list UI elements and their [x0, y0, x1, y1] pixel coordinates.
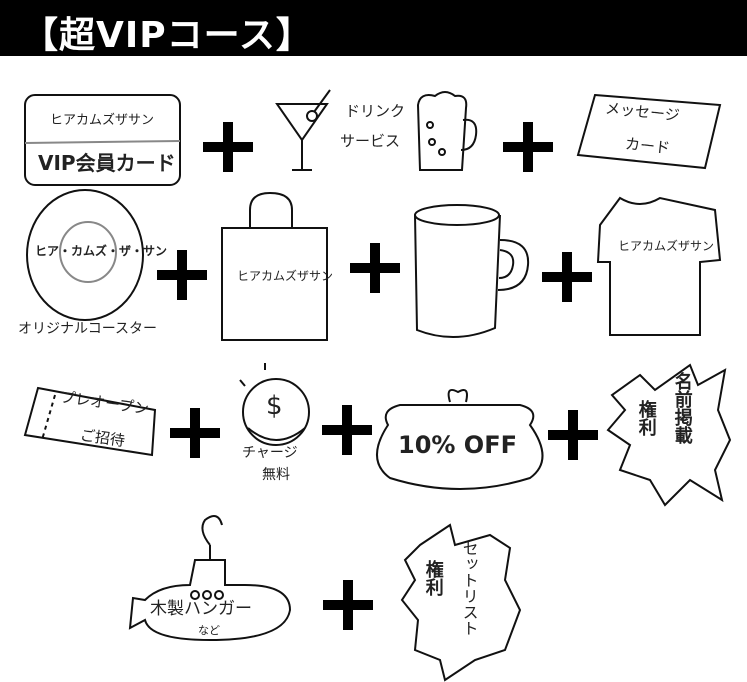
plus-icon: [157, 250, 207, 300]
hanger-icon: [128, 515, 292, 642]
coaster-icon: [26, 189, 144, 321]
tote-bag-icon: [221, 191, 328, 341]
beer-mug-icon: [416, 91, 478, 171]
discount-label: 10% OFF: [398, 431, 517, 459]
name-listing-label-2: 権利: [635, 400, 657, 436]
hanger-sub-label: など: [198, 624, 220, 637]
charge-label-1: チャージ: [242, 445, 298, 461]
setlist-label-2: 権利: [422, 560, 444, 596]
plus-icon: [322, 405, 372, 455]
drink-label-1: ドリンク: [345, 102, 406, 120]
drink-label-2: サービス: [340, 132, 401, 150]
name-listing-label-1: 名前掲載: [671, 372, 693, 444]
tshirt-logo: ヒアカムズザサン: [618, 239, 715, 253]
hanger-label: 木製ハンガー: [150, 599, 252, 619]
coaster-logo: ヒア・カムズ・ザ・サン: [35, 244, 168, 258]
cocktail-icon: [275, 89, 331, 171]
tote-bag-logo: ヒアカムズザサン: [237, 269, 334, 283]
illustrations: [23, 89, 732, 682]
plus-icon: [170, 408, 220, 458]
plus-icon: [503, 122, 553, 172]
name-listing-burst-icon: [606, 363, 732, 507]
plus-icon: [323, 580, 373, 630]
tshirt-icon: [596, 196, 722, 336]
coin-icon: [239, 363, 310, 446]
vip-card-logo: ヒアカムズザサン: [50, 113, 155, 128]
setlist-label-1: セットリスト: [459, 540, 479, 636]
charge-label-2: 無料: [262, 467, 290, 483]
coaster-label: オリジナルコースター: [18, 321, 158, 337]
plus-icon: [542, 252, 592, 302]
dollar-symbol: $: [266, 391, 283, 421]
vip-card-icon: [24, 94, 181, 186]
purse-icon: [376, 389, 544, 490]
vip-card-label: VIP会員カード: [38, 151, 176, 175]
plus-icon: [548, 410, 598, 460]
ticket-icon: [23, 386, 157, 457]
mug-icon: [414, 204, 530, 338]
setlist-burst-icon: [400, 523, 522, 682]
plus-icon: [350, 243, 400, 293]
course-title-bar: 【超VIPコース】: [0, 0, 747, 56]
course-title: 【超VIPコース】: [22, 15, 313, 56]
message-card-icon: [576, 93, 722, 170]
plus-icon: [203, 122, 253, 172]
